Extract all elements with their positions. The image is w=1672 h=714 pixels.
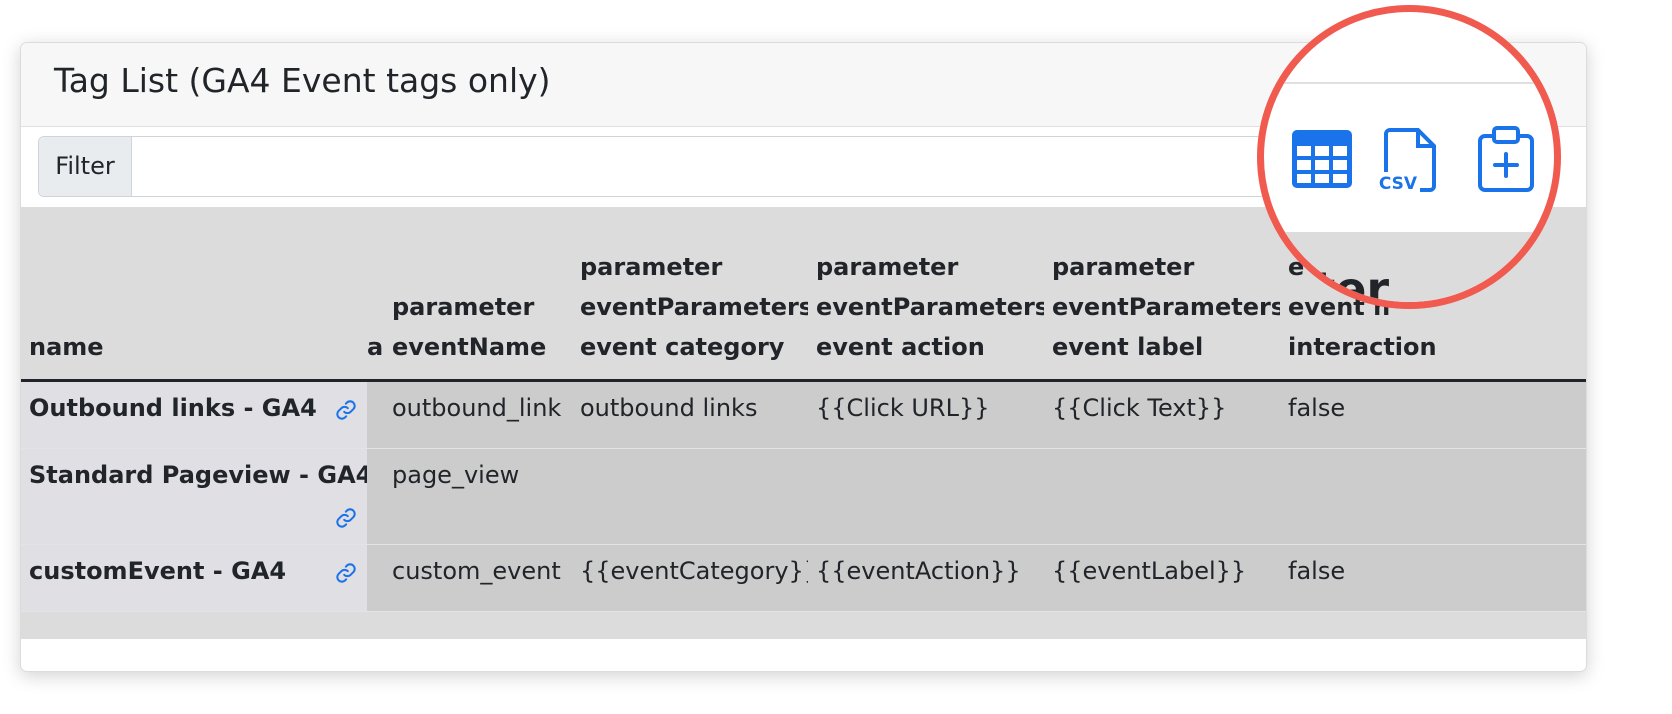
filter-label: Filter bbox=[39, 137, 132, 196]
non-interaction-cell bbox=[1280, 448, 1586, 545]
tag-table: name a parameter eventName parameter eve… bbox=[21, 207, 1586, 612]
event-label-cell: {{Click Text}} bbox=[1044, 380, 1280, 449]
truncated-cell bbox=[367, 448, 384, 545]
event-category-cell: outbound links bbox=[572, 380, 808, 449]
zoom-header-edge bbox=[1264, 82, 1554, 84]
column-header-name[interactable]: name bbox=[21, 207, 367, 382]
column-header-truncated[interactable]: a bbox=[367, 207, 384, 382]
tag-list-card: Tag List (GA4 Event tags only) Filter na… bbox=[20, 42, 1587, 672]
zoom-callout: eter CSV bbox=[1257, 5, 1561, 309]
event-action-cell: {{eventAction}} bbox=[808, 544, 1044, 612]
card-title: Tag List (GA4 Event tags only) bbox=[54, 61, 551, 100]
tag-table-wrapper: name a parameter eventName parameter eve… bbox=[21, 207, 1586, 639]
event-name-cell: page_view bbox=[384, 448, 572, 545]
csv-file-icon[interactable]: CSV bbox=[1376, 124, 1446, 194]
event-action-cell bbox=[808, 448, 1044, 545]
link-icon[interactable] bbox=[335, 507, 357, 529]
csv-label: CSV bbox=[1379, 174, 1418, 194]
column-header-event-action[interactable]: parameter eventParameters event action bbox=[808, 207, 1044, 382]
tag-name-cell: Standard Pageview - GA4 bbox=[21, 448, 367, 545]
table-icon[interactable] bbox=[1288, 124, 1358, 194]
tag-name: customEvent - GA4 bbox=[29, 557, 287, 585]
column-header-event-name[interactable]: parameter eventName bbox=[384, 207, 572, 382]
event-label-cell: {{eventLabel}} bbox=[1044, 544, 1280, 612]
table-row: Standard Pageview - GA4 page_view bbox=[21, 448, 1586, 545]
truncated-cell bbox=[367, 544, 384, 612]
clipboard-plus-icon[interactable] bbox=[1472, 124, 1542, 194]
truncated-cell bbox=[367, 380, 384, 449]
event-name-cell: custom_event bbox=[384, 544, 572, 612]
event-category-cell: {{eventCategory}} bbox=[572, 544, 808, 612]
zoom-partial-header: eter bbox=[1282, 262, 1390, 309]
event-category-cell bbox=[572, 448, 808, 545]
non-interaction-cell: false bbox=[1280, 380, 1586, 449]
table-row: Outbound links - GA4 outbound_link outbo… bbox=[21, 380, 1586, 449]
tag-name-cell: Outbound links - GA4 bbox=[21, 380, 367, 449]
event-label-cell bbox=[1044, 448, 1280, 545]
non-interaction-cell: false bbox=[1280, 544, 1586, 612]
column-header-event-category[interactable]: parameter eventParameters event category bbox=[572, 207, 808, 382]
tag-name: Outbound links - GA4 bbox=[29, 394, 317, 422]
link-icon[interactable] bbox=[335, 562, 357, 584]
table-row: customEvent - GA4 custom_event {{eventCa… bbox=[21, 544, 1586, 612]
column-header-event-label[interactable]: parameter eventParameters event label bbox=[1044, 207, 1280, 382]
event-name-cell: outbound_link bbox=[384, 380, 572, 449]
filter-group: Filter bbox=[38, 136, 1380, 197]
link-icon[interactable] bbox=[335, 399, 357, 421]
tag-name: Standard Pageview - GA4 bbox=[29, 461, 367, 489]
zoom-header-band bbox=[1264, 232, 1554, 302]
tag-name-cell: customEvent - GA4 bbox=[21, 544, 367, 612]
filter-input[interactable] bbox=[133, 137, 1379, 196]
event-action-cell: {{Click URL}} bbox=[808, 380, 1044, 449]
